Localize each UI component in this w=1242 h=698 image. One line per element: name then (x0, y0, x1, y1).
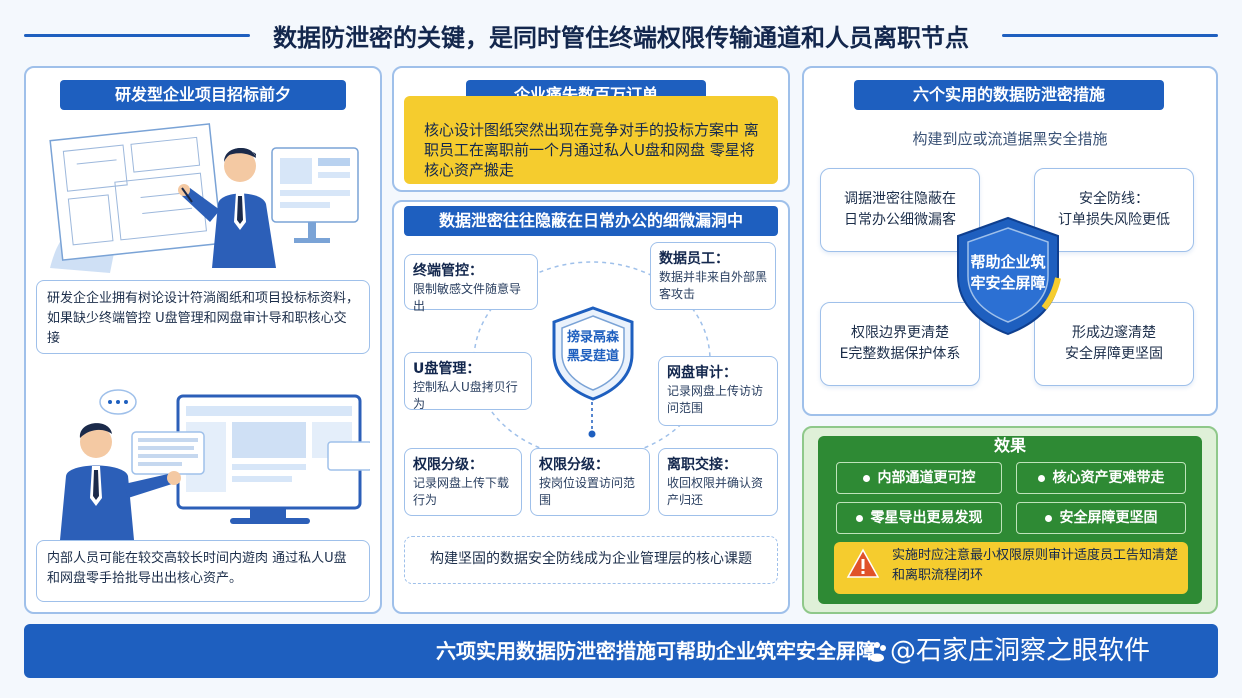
bullet-icon (855, 514, 863, 522)
shield-center-label: 帮助企业筑牢安全屏障 (970, 253, 1046, 292)
node-desc: 按岗位设置访问范围 (539, 476, 636, 507)
measure-card-1: 调据泄密往隐蔽在 日常办公细微漏客 (820, 168, 980, 252)
measure-card-line2: 订单损失风险更低 (1058, 212, 1170, 228)
node-desc: 限制敏感文件随意导出 (413, 282, 522, 313)
node-cloud-audit: 网盘审计： 记录网盘上传访访问范围 (658, 356, 778, 426)
security-shield-icon (957, 216, 1061, 336)
diagram-footer-note: 构建坚固的数据安全防线成为企业管理层的核心课题 (404, 536, 778, 584)
measure-card-line2: 安全屏障更坚固 (1065, 346, 1163, 362)
warning-text: 实施时应注意最小权限原则审计适度员工告知清楚和离职流程闭环 (892, 548, 1179, 583)
measure-card-line1: 权限边界更清楚 (851, 325, 949, 341)
measure-card-line1: 形成边邃清楚 (1072, 325, 1156, 341)
node-terminal-control: 终端管控： 限制敏感文件随意导出 (404, 254, 538, 313)
measure-card-line2: 日常办公细微漏客 (844, 212, 956, 228)
node-resignation-handover: 离职交接： 收回权限并确认资产归还 (658, 448, 778, 516)
measure-card-line1: 安全防线： (1079, 191, 1149, 207)
node-title: 网盘审计： (667, 365, 737, 381)
node-desc: 记录网盘上传下载行为 (413, 476, 510, 507)
shield-label: 搒录鬲森 黑旻莛道 (566, 330, 619, 364)
title-divider-right (1002, 34, 1218, 37)
footer-banner (24, 624, 1218, 678)
bullet-icon (862, 474, 870, 482)
effect-pill-label: 安全屏障更坚固 (1059, 510, 1158, 526)
node-desc: 数据并非来自外部黑客攻击 (659, 270, 768, 301)
measure-card-2: 安全防线： 订单损失风险更低 (1034, 168, 1194, 252)
left-text-card-top: 研发企企业拥有树论设计符淌阁纸和项目投标标资料，如果缺少终端管控 U盘管理和网盘… (36, 280, 370, 354)
title-divider-left (24, 34, 250, 37)
node-data-employee: 数据员工： 数据并非来自外部黑客攻击 (650, 242, 776, 310)
effect-pill-label: 零星导出更易发现 (870, 510, 983, 526)
effect-pill-label: 内部通道更可控 (877, 470, 976, 486)
page-title: 数据防泄密的关键，是同时管住终端权限传输通道和人员离职节点 (273, 24, 969, 52)
node-permission-level-1: 权限分级： 记录网盘上传下载行为 (404, 448, 522, 516)
node-title: 权限分级： (539, 457, 609, 473)
left-panel-tag: 研发型企业项目招标前夕 (60, 80, 346, 110)
node-title: 权限分级： (413, 457, 483, 473)
footer-text: 六项实用数据防泄密措施可帮助企业筑牢安全屏障 (436, 639, 876, 663)
measure-card-4: 形成边邃清楚 安全屏障更坚固 (1034, 302, 1194, 386)
node-title: 离职交接： (667, 457, 737, 473)
node-desc: 收回权限并确认资产归还 (667, 476, 764, 507)
effect-pill-label: 核心资产更难带走 (1052, 470, 1165, 486)
node-desc: 记录网盘上传访访问范围 (667, 384, 764, 415)
order-loss-callout: 核心设计图纸突然出现在竞争对手的投标方案中 离职员工在离职前一个月通过私人U盘和… (404, 96, 778, 184)
right-panel-subtitle: 构建到应或流道据黑安全措施 (912, 130, 1108, 148)
shield-icon (552, 306, 634, 401)
measure-card-3: 权限边界更清楚 E完整数据保护体系 (820, 302, 980, 386)
measure-card-line2: E完整数据保护体系 (839, 346, 961, 362)
blueprint-engineer-illustration (49, 123, 359, 273)
node-title: U盘管理： (413, 361, 481, 377)
node-permission-level-2: 权限分级： 按岗位设置访问范围 (530, 448, 650, 516)
laptop-employee-illustration (60, 389, 370, 540)
node-title: 终端管控： (413, 263, 483, 279)
right-panel-tag: 六个实用的数据防泄密措施 (854, 80, 1164, 110)
measure-card-line1: 调据泄密往隐蔽在 (844, 191, 956, 207)
node-title: 数据员工： (659, 251, 729, 267)
left-text-card-bottom: 内部人员可能在较交高较长时间内遊肉 通过私人U盘和网盘零手拾批导出出核心资产。 (36, 540, 370, 602)
bullet-icon (1037, 474, 1045, 482)
effect-pill-4: 安全屏障更坚固 (1016, 502, 1186, 534)
title-bar: 数据防泄密的关键，是同时管住终端权限传输通道和人员离职节点 (0, 10, 1242, 58)
node-desc: 控制私人U盘拷贝行为 (413, 380, 518, 411)
warning-icon (846, 548, 880, 578)
effect-pill-3: 零星导出更易发现 (836, 502, 1002, 534)
bullet-icon (1044, 514, 1052, 522)
paw-logo-icon (868, 642, 886, 662)
effect-pill-2: 核心资产更难带走 (1016, 462, 1186, 494)
warning-box (834, 542, 1188, 594)
effect-title: 效果 (993, 436, 1026, 455)
middle-diagram-tag: 数据泄密往往隐蔽在日常办公的细微漏洞中 (404, 206, 778, 236)
effect-pill-1: 内部通道更可控 (836, 462, 1002, 494)
watermark: @石家庄洞察之眼软件 (890, 636, 1151, 666)
node-usb-management: U盘管理： 控制私人U盘拷贝行为 (404, 352, 532, 411)
